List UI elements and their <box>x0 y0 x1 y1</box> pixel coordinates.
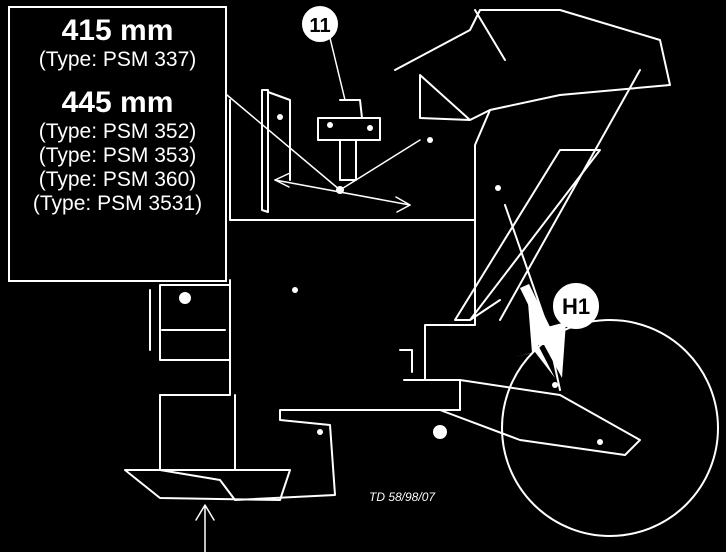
dimension-spec-box: 415 mm (Type: PSM 337) 445 mm (Type: PSM… <box>8 6 227 282</box>
part-11-callout <box>302 6 338 42</box>
top-bracket <box>394 9 671 221</box>
adjuster-plate <box>317 117 381 141</box>
wheel-arm <box>439 379 641 456</box>
dimension-445: 445 mm <box>61 86 174 119</box>
ground-arrow <box>195 504 215 552</box>
h1-label: H1 <box>562 294 590 319</box>
type-psm-3531: (Type: PSM 3531) <box>32 192 203 215</box>
type-psm-337: (Type: PSM 337) <box>38 48 197 71</box>
dimension-415: 415 mm <box>61 14 174 47</box>
mounting-plate <box>261 89 269 213</box>
depth-wheel <box>501 319 719 537</box>
shoe <box>124 469 291 501</box>
type-psm-352: (Type: PSM 352) <box>38 120 197 143</box>
drawing-reference: TD 58/98/07 <box>369 490 436 504</box>
h1-arrow <box>515 284 566 378</box>
support-column <box>159 284 231 361</box>
part-11-label: 11 <box>309 15 330 37</box>
type-psm-353: (Type: PSM 353) <box>38 144 197 167</box>
type-psm-360: (Type: PSM 360) <box>38 168 197 191</box>
h1-callout <box>553 283 599 329</box>
